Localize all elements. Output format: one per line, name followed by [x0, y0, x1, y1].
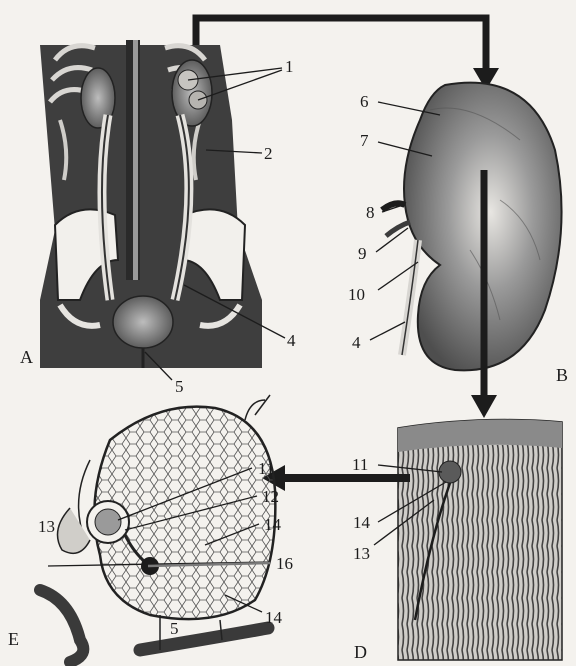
arrow-a-to-b — [196, 18, 499, 90]
label-e-14-bottom: 14 — [265, 609, 282, 626]
label-e-16: 16 — [276, 555, 293, 572]
panel-a-torso — [40, 40, 285, 380]
label-a-4: 4 — [287, 332, 296, 349]
label-b-4: 4 — [352, 334, 361, 351]
label-b-7: 7 — [360, 132, 369, 149]
label-d-11: 11 — [352, 456, 368, 473]
label-d-13: 13 — [353, 545, 370, 562]
label-b-8: 8 — [366, 204, 375, 221]
label-e-12: 12 — [262, 488, 279, 505]
panel-letter-b: B — [556, 366, 568, 384]
label-b-6: 6 — [360, 93, 369, 110]
label-e-11: 11 — [258, 460, 274, 477]
panel-b-kidney — [370, 83, 562, 371]
label-e-14-top: 14 — [264, 516, 281, 533]
label-e-13: 13 — [38, 518, 55, 535]
label-e-5: 5 — [170, 620, 179, 637]
label-a-2: 2 — [264, 145, 273, 162]
label-b-9: 9 — [358, 245, 367, 262]
label-d-14: 14 — [353, 514, 370, 531]
arrow-d-to-e — [262, 465, 410, 491]
panel-letter-d: D — [354, 643, 367, 661]
label-a-1: 1 — [285, 58, 294, 75]
label-a-5: 5 — [175, 378, 184, 395]
panel-letter-e: E — [8, 630, 19, 648]
panel-d-tissue — [374, 420, 562, 660]
panel-letter-a: A — [20, 348, 33, 366]
label-b-10: 10 — [348, 286, 365, 303]
panel-e-nephron — [40, 395, 275, 662]
